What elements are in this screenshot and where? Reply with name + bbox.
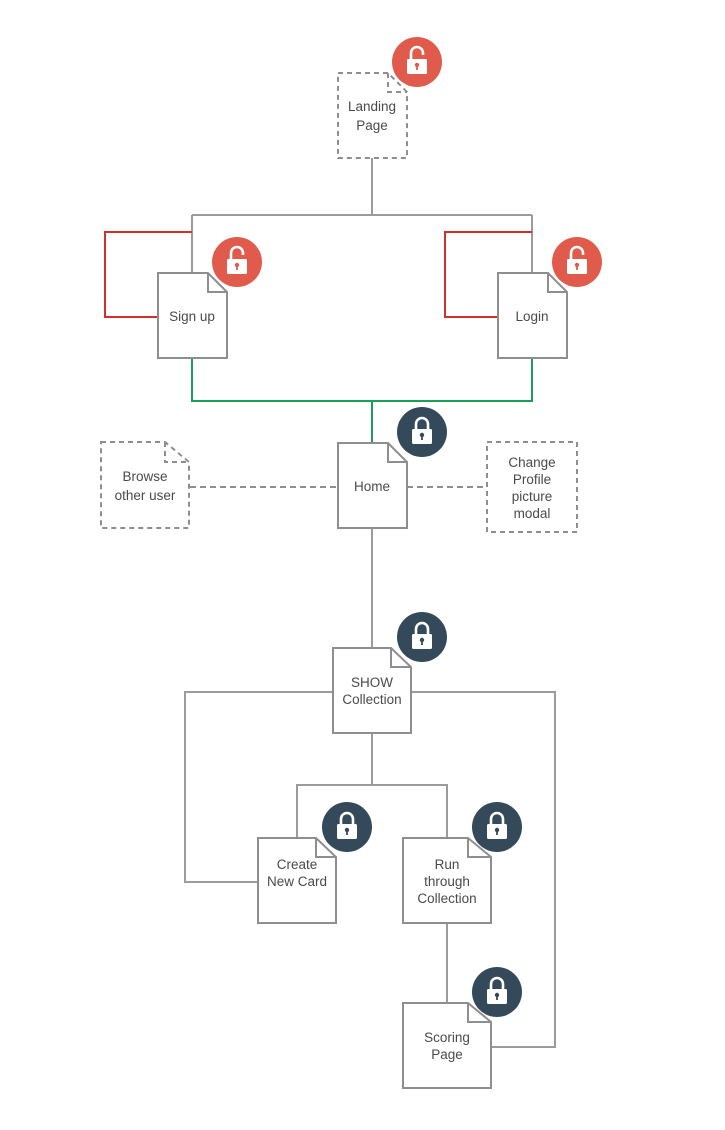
locked-padlock-icon — [397, 612, 447, 662]
node-label: Home — [354, 479, 390, 494]
locked-padlock-icon — [322, 802, 372, 852]
node-label: Page — [431, 1047, 463, 1062]
connector-login-retry-loop — [444, 231, 532, 318]
locked-padlock-icon — [472, 967, 522, 1017]
page-shape — [497, 272, 568, 359]
unlocked-padlock-icon — [392, 37, 442, 87]
node-label: through — [424, 874, 470, 889]
page-shape — [157, 272, 228, 359]
modal-shape — [486, 441, 578, 533]
page-shape — [402, 1002, 492, 1089]
page-fold — [467, 1003, 491, 1023]
node-label: Collection — [417, 891, 476, 906]
connector-show-to-children — [296, 733, 448, 838]
node-label: Scoring — [424, 1030, 470, 1045]
page-shape — [332, 647, 412, 734]
node-label: Landing — [348, 99, 396, 114]
node-label: Sign up — [169, 309, 215, 324]
connector-landing-to-auth — [191, 158, 533, 273]
connector-scoring-back-to-show — [412, 691, 556, 1048]
page-shape — [337, 442, 408, 529]
node-landing-page[interactable]: Landing Page — [337, 72, 408, 159]
page-shape — [100, 441, 190, 529]
page-fold — [467, 838, 491, 858]
page-fold — [387, 443, 407, 463]
page-fold — [207, 273, 227, 293]
node-label: Browse — [122, 469, 167, 484]
node-create-new-card[interactable]: Create New Card — [257, 837, 337, 924]
node-scoring-page[interactable]: Scoring Page — [402, 1002, 492, 1089]
node-label: modal — [514, 506, 551, 521]
page-fold — [390, 648, 411, 668]
node-label: New Card — [267, 874, 327, 889]
page-shape — [402, 837, 492, 924]
connector-create-back-to-show — [184, 691, 333, 883]
node-label: Run — [435, 857, 460, 872]
connector-auth-to-home — [191, 358, 533, 443]
node-label: Page — [356, 118, 388, 133]
page-fold — [315, 838, 336, 858]
node-home[interactable]: Home — [337, 442, 408, 529]
unlocked-padlock-icon — [212, 237, 262, 287]
node-label: Login — [515, 309, 548, 324]
page-shape — [337, 72, 408, 159]
locked-padlock-icon — [472, 802, 522, 852]
node-login[interactable]: Login — [497, 272, 568, 359]
node-label: SHOW — [351, 675, 393, 690]
connector-signup-retry-loop — [104, 231, 192, 318]
node-label: other user — [115, 488, 176, 503]
node-label: Change — [508, 455, 555, 470]
node-change-profile-picture-modal[interactable]: Change Profile picture modal — [486, 441, 578, 533]
node-label: Create — [277, 857, 318, 872]
node-label: Collection — [342, 692, 401, 707]
node-sign-up[interactable]: Sign up — [157, 272, 228, 359]
page-shape — [257, 837, 337, 924]
locked-padlock-icon — [397, 407, 447, 457]
connectors — [104, 158, 556, 1048]
page-fold — [387, 73, 407, 93]
unlocked-padlock-icon — [552, 237, 602, 287]
node-browse-other-user[interactable]: Browse other user — [100, 441, 190, 529]
page-fold — [164, 442, 189, 463]
node-show-collection[interactable]: SHOW Collection — [332, 647, 412, 734]
node-label: picture — [512, 489, 553, 504]
node-label: Profile — [513, 472, 551, 487]
node-run-through-collection[interactable]: Run through Collection — [402, 837, 492, 924]
page-fold — [547, 273, 567, 293]
